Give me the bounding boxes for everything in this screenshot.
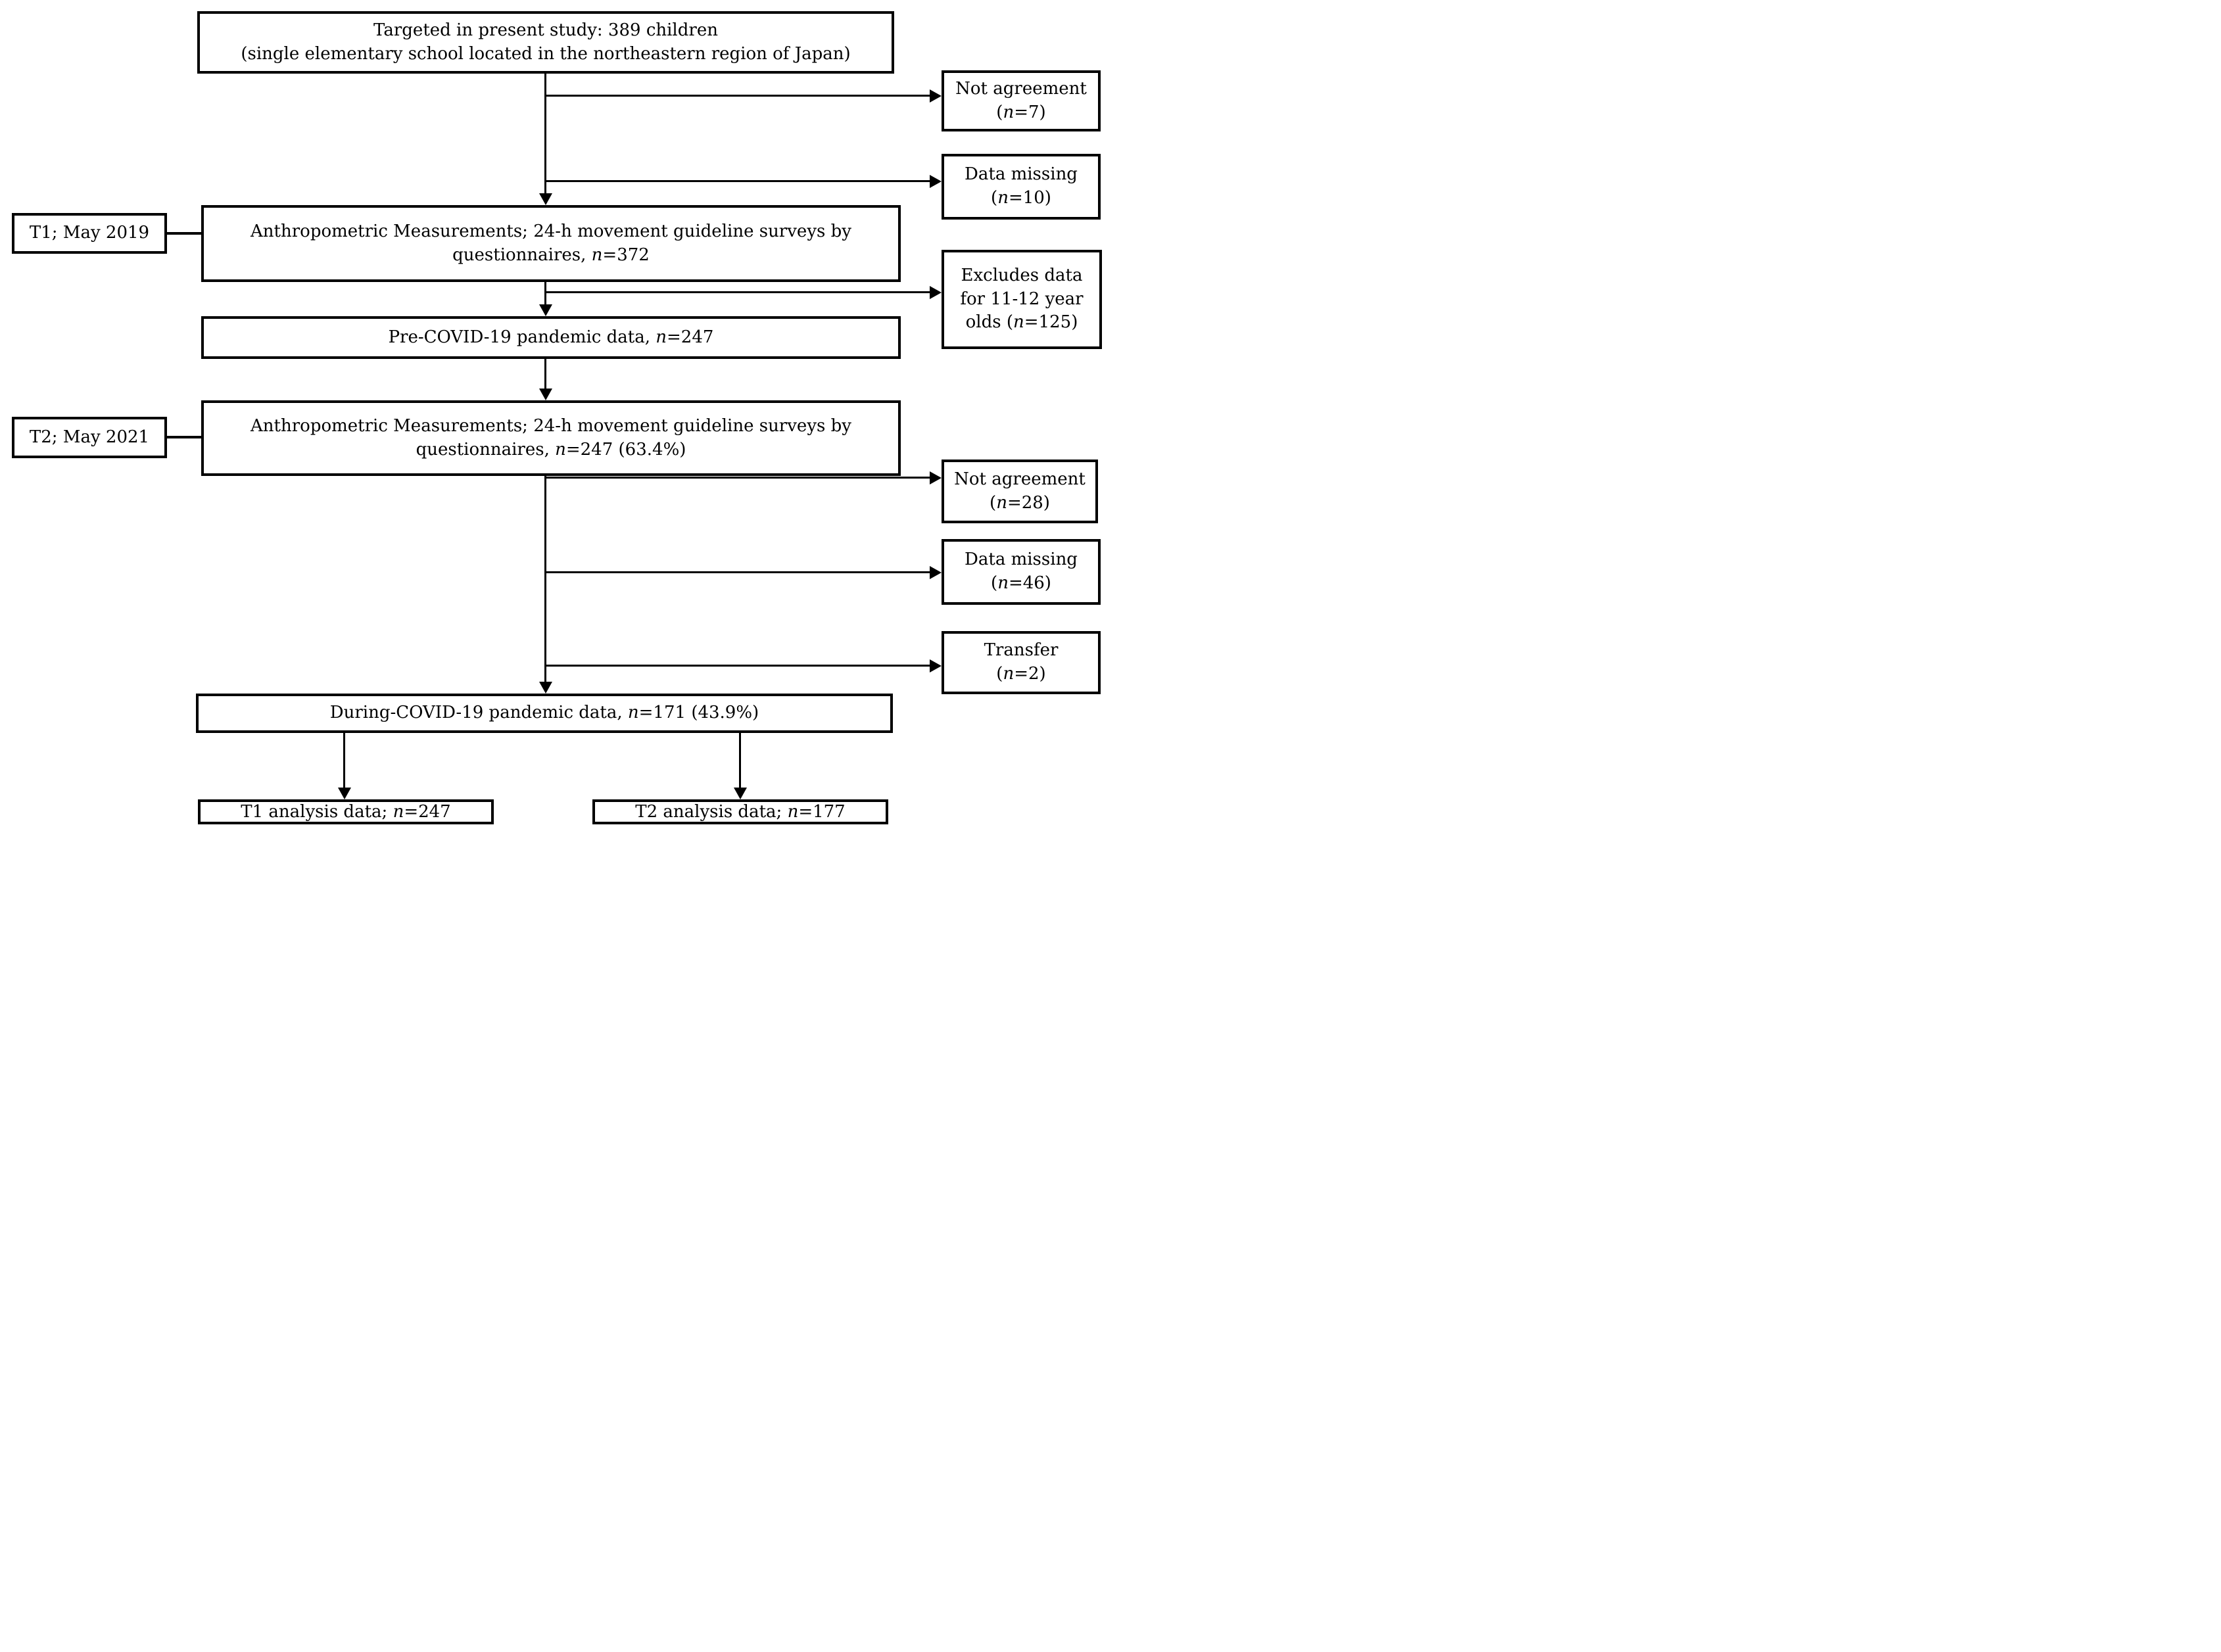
target-line1: Targeted in present study: 389 children (373, 20, 718, 40)
transfer-line1: Transfer (984, 640, 1059, 661)
anthro-t2-line2: questionnaires, n=247 (63.4%) (416, 439, 686, 460)
not-agreement-t2-line2: (n=28) (990, 492, 1050, 513)
italic-n: n (1013, 312, 1024, 333)
arrowhead-into-t2-analysis (734, 788, 747, 799)
arrowhead-not-agreement-t2 (930, 471, 942, 484)
anthro-t1-line2: questionnaires, n=372 (452, 245, 650, 265)
box-anthropometric-t2: Anthropometric Measurements; 24-h moveme… (201, 400, 901, 476)
line-target-to-anthro-t1 (544, 74, 546, 195)
t2-label-text: T2; May 2021 (29, 427, 150, 447)
not-agreement-t1-line1: Not agreement (955, 78, 1087, 99)
line-anthro-t2-to-during-covid (544, 476, 546, 683)
target-line2: (single elementary school located in the… (241, 43, 851, 64)
line-t1-label-connector (167, 232, 201, 235)
line-branch-data-missing-t2 (544, 571, 931, 573)
italic-n: n (591, 245, 603, 265)
anthro-t1-line1: Anthropometric Measurements; 24-h moveme… (251, 221, 851, 241)
excludes-line1: Excludes data (961, 265, 1083, 285)
line-during-covid-to-t1-analysis (343, 733, 345, 789)
participant-flow-diagram: Targeted in present study: 389 children … (0, 0, 1110, 826)
arrowhead-transfer (930, 659, 942, 673)
box-t2-timepoint-label: T2; May 2021 (12, 417, 167, 458)
box-anthropometric-t1: Anthropometric Measurements; 24-h moveme… (201, 205, 901, 282)
t2-analysis-text: T2 analysis data; n=177 (635, 802, 846, 822)
line-during-covid-to-t2-analysis (739, 733, 741, 789)
anthro-t2-line1: Anthropometric Measurements; 24-h moveme… (251, 415, 851, 436)
arrowhead-into-anthro-t2 (539, 389, 552, 400)
arrowhead-not-agreement-t1 (930, 89, 942, 103)
italic-n: n (627, 703, 639, 723)
during-covid-text: During-COVID-19 pandemic data, n=171 (43… (329, 703, 759, 723)
box-data-missing-t1: Data missing (n=10) (942, 154, 1101, 220)
line-pre-covid-to-anthro-t2 (544, 359, 546, 390)
arrowhead-into-t1-analysis (338, 788, 351, 799)
data-missing-t2-line1: Data missing (965, 550, 1078, 570)
not-agreement-t1-line2: (n=7) (996, 102, 1046, 122)
not-agreement-t2-line1: Not agreement (954, 469, 1086, 489)
box-transfer: Transfer (n=2) (942, 631, 1101, 694)
line-branch-not-agreement-t1 (544, 95, 931, 97)
data-missing-t1-line2: (n=10) (991, 188, 1051, 208)
italic-n: n (997, 573, 1009, 593)
line-branch-data-missing-t1 (544, 180, 931, 182)
line-t2-label-connector (167, 436, 201, 438)
italic-n: n (787, 802, 799, 822)
box-t1-timepoint-label: T1; May 2019 (12, 213, 167, 254)
italic-n: n (656, 327, 667, 347)
arrowhead-into-during-covid (539, 682, 552, 694)
box-t2-analysis: T2 analysis data; n=177 (592, 799, 888, 824)
arrowhead-data-missing-t2 (930, 566, 942, 579)
box-target-population: Targeted in present study: 389 children … (197, 11, 894, 74)
excludes-line3: olds (n=125) (965, 312, 1078, 333)
italic-n: n (393, 802, 404, 822)
italic-n: n (997, 188, 1009, 208)
box-pre-covid-data: Pre-COVID-19 pandemic data, n=247 (201, 316, 901, 359)
t1-label-text: T1; May 2019 (29, 223, 150, 243)
italic-n: n (555, 439, 566, 460)
italic-n: n (1003, 664, 1015, 684)
box-during-covid-data: During-COVID-19 pandemic data, n=171 (43… (196, 694, 893, 733)
data-missing-t1-line1: Data missing (965, 164, 1078, 185)
transfer-line2: (n=2) (996, 664, 1046, 684)
box-not-agreement-t2: Not agreement (n=28) (942, 460, 1098, 523)
line-branch-excludes (544, 291, 931, 293)
italic-n: n (996, 492, 1007, 513)
arrowhead-into-anthro-t1 (539, 193, 552, 205)
line-anthro-t1-to-pre-covid (544, 282, 546, 306)
box-excludes-11-12: Excludes data for 11-12 year olds (n=125… (942, 250, 1102, 349)
box-t1-analysis: T1 analysis data; n=247 (198, 799, 494, 824)
italic-n: n (1003, 102, 1015, 122)
line-branch-transfer (544, 665, 931, 667)
line-branch-not-agreement-t2 (544, 477, 931, 479)
box-not-agreement-t1: Not agreement (n=7) (942, 70, 1101, 131)
box-data-missing-t2: Data missing (n=46) (942, 539, 1101, 605)
arrowhead-data-missing-t1 (930, 175, 942, 188)
arrowhead-into-pre-covid (539, 304, 552, 316)
data-missing-t2-line2: (n=46) (991, 573, 1051, 593)
arrowhead-excludes (930, 286, 942, 299)
excludes-line2: for 11-12 year (960, 289, 1084, 309)
pre-covid-text: Pre-COVID-19 pandemic data, n=247 (388, 327, 714, 347)
t1-analysis-text: T1 analysis data; n=247 (241, 802, 451, 822)
